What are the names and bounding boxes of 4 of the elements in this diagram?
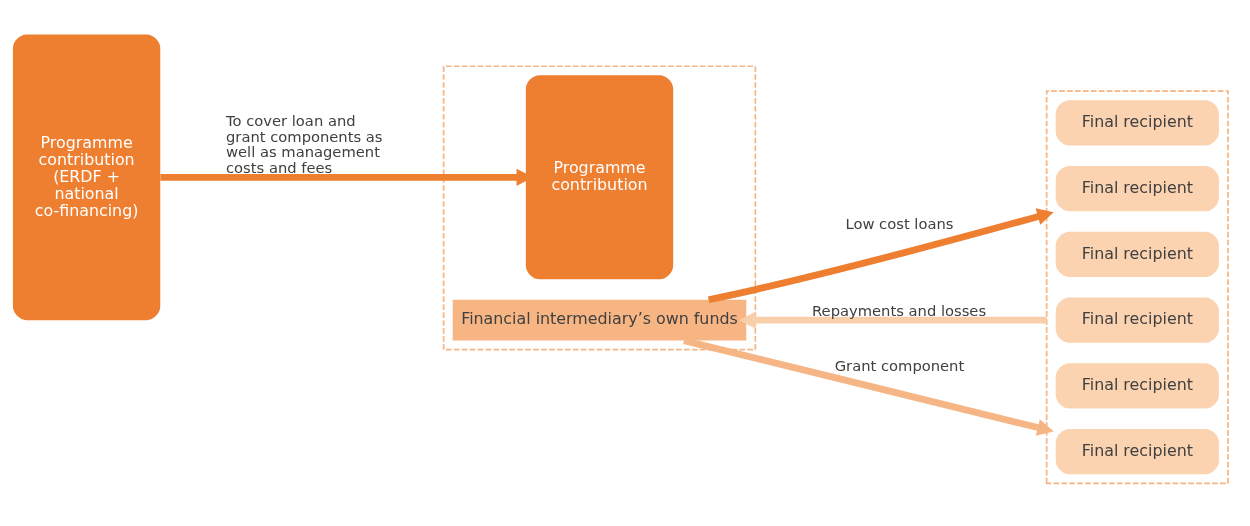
edge-label: Repayments and losses xyxy=(812,301,987,319)
edge-label: Low cost loans xyxy=(845,214,954,232)
edge-label: Grant component xyxy=(834,356,965,373)
edge-label: To cover loan and grant components as well as management costs and fees xyxy=(226,111,383,176)
